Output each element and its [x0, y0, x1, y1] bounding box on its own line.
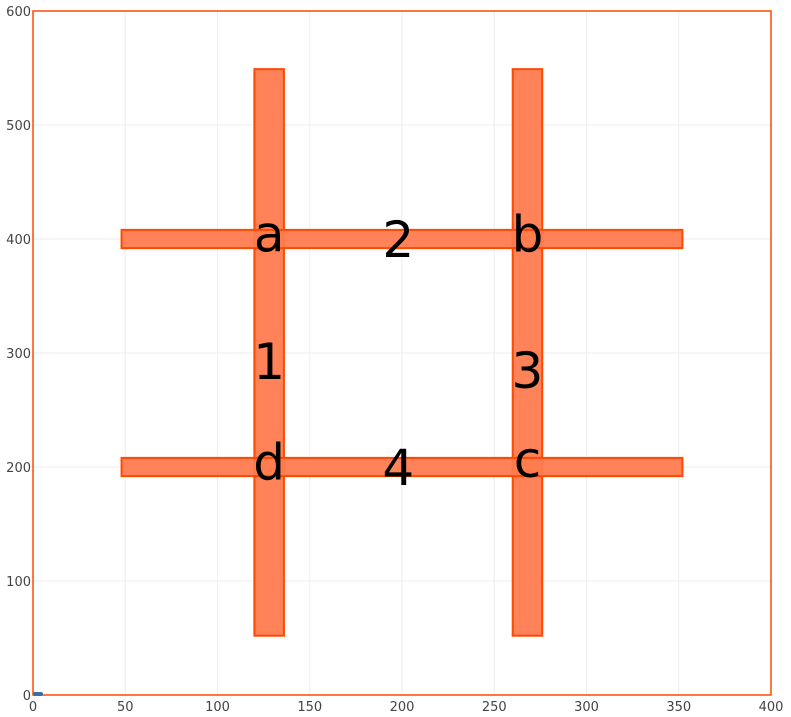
x-tick-label: 300 [574, 700, 599, 715]
y-tick-label: 400 [6, 233, 31, 248]
shape-layer [120, 68, 684, 637]
y-tick-label: 300 [6, 347, 31, 362]
annotation-label: c [514, 431, 542, 489]
plot-frame [32, 10, 772, 696]
y-tick-label: 100 [6, 575, 31, 590]
x-axis-ticks: 0 50 100 150 200 250 300 350 400 [29, 700, 784, 715]
horizontal-bar-bottom [120, 456, 684, 478]
annotation-label: 3 [512, 342, 544, 400]
origin-point [33, 692, 43, 696]
annotation-label: 2 [382, 211, 414, 269]
x-tick-label: 0 [29, 700, 37, 715]
origin-marker [33, 692, 43, 696]
x-tick-label: 350 [666, 700, 691, 715]
annotation-label: a [254, 205, 285, 263]
x-tick-label: 150 [297, 700, 322, 715]
annotation-label: 4 [382, 439, 414, 497]
vertical-bar-right [511, 68, 544, 637]
y-tick-label: 600 [6, 5, 31, 20]
annotation-label: d [253, 433, 285, 491]
x-tick-label: 100 [205, 700, 230, 715]
grid-lines [32, 10, 772, 696]
x-tick-label: 50 [117, 700, 134, 715]
annotation-layer: a 2 b 1 3 d 4 c [253, 205, 543, 497]
vertical-bar-left [253, 68, 285, 637]
annotation-label: 1 [253, 333, 285, 391]
x-tick-label: 400 [759, 700, 784, 715]
y-tick-label: 200 [6, 461, 31, 476]
y-axis-ticks: 0 100 200 300 400 500 600 [6, 5, 31, 704]
y-tick-label: 0 [23, 689, 31, 704]
horizontal-bar-top [120, 228, 684, 250]
y-tick-label: 500 [6, 119, 31, 134]
annotation-label: b [512, 205, 544, 263]
x-tick-label: 250 [482, 700, 507, 715]
x-tick-label: 200 [390, 700, 415, 715]
plot-border [32, 10, 772, 696]
